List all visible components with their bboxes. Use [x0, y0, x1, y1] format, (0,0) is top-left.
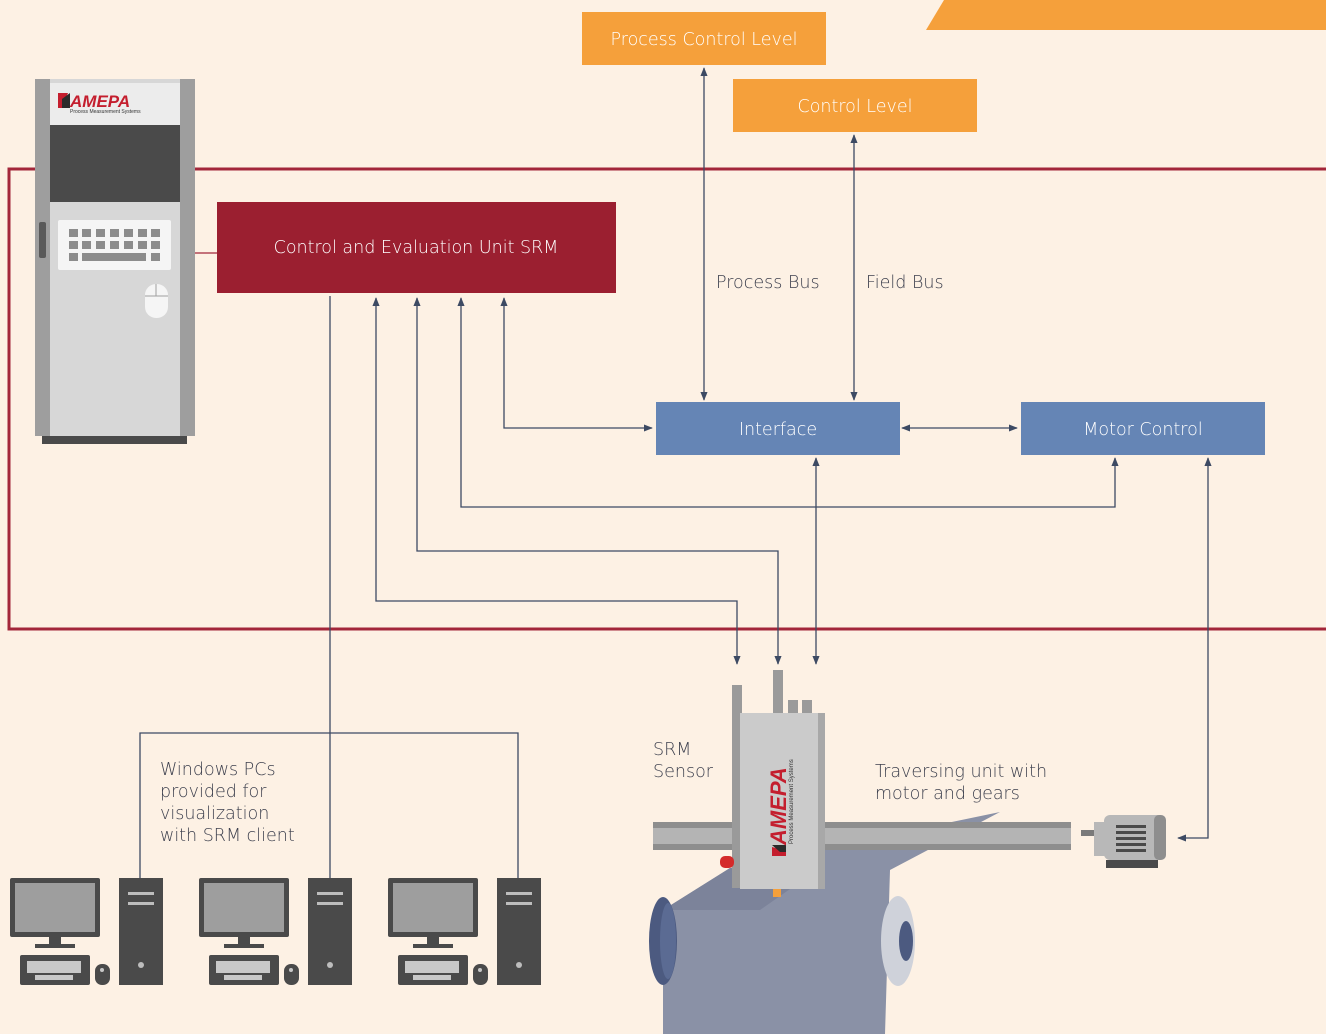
windows-pcs-label-line3: visualization [160, 804, 269, 824]
sensor-logo-brand: AMEPA [766, 767, 791, 846]
motor-control-to-motor-line [1177, 457, 1212, 842]
pc-network-line [139, 732, 519, 878]
corner-accent [926, 0, 1326, 30]
pc-icon [388, 878, 541, 985]
system-frame [7, 167, 1326, 631]
cabinet-logo-tagline: Process Measurement Systems [70, 109, 141, 115]
traversing-unit-label-line1: Traversing unit with [875, 762, 1047, 782]
control-evaluation-unit-box: Control and Evaluation Unit SRM [217, 202, 616, 293]
connections [139, 67, 1212, 880]
sensor-logo-tagline: Process Measurement Systems [789, 759, 795, 844]
srm-to-sensor-line-a [413, 297, 782, 665]
control-evaluation-unit-label: Control and Evaluation Unit SRM [274, 238, 559, 258]
process-bus-label: Process Bus [716, 273, 820, 293]
motor-control-box: Motor Control [1021, 402, 1265, 455]
sensor-icon: AMEPA Process Measurement Systems [720, 670, 825, 897]
motor-icon [1081, 815, 1166, 868]
field-bus-label: Field Bus [866, 273, 944, 293]
traversing-unit-label-line2: motor and gears [875, 784, 1020, 804]
traversing-rail [653, 822, 1071, 850]
roller-icon [649, 896, 915, 986]
srm-sensor-label-line1: SRM [653, 740, 691, 760]
interface-box: Interface [656, 402, 900, 455]
interface-label: Interface [739, 420, 817, 440]
pc-icon [199, 878, 352, 985]
cabinet-icon: AMEPA Process Measurement Systems [35, 79, 195, 444]
control-level-box: Control Level [733, 79, 977, 132]
cabinet-logo-brand: AMEPA [69, 92, 130, 111]
windows-pcs-label-line2: provided for [160, 782, 267, 802]
cabinet-logo: AMEPA Process Measurement Systems [58, 92, 141, 115]
windows-pcs-label-line1: Windows PCs [160, 760, 276, 780]
windows-pcs-label-line4: with SRM client [160, 826, 295, 846]
srm-to-sensor-line-b [372, 297, 741, 665]
sensor-logo: AMEPA Process Measurement Systems [766, 759, 795, 856]
srm-to-interface-line [500, 297, 653, 432]
motor-control-label: Motor Control [1083, 420, 1202, 440]
process-control-level-box: Process Control Level [582, 12, 826, 65]
srm-sensor-label-line2: Sensor [653, 762, 714, 782]
process-control-level-label: Process Control Level [611, 30, 798, 50]
control-level-label: Control Level [797, 97, 912, 117]
pc-icon [10, 878, 163, 985]
